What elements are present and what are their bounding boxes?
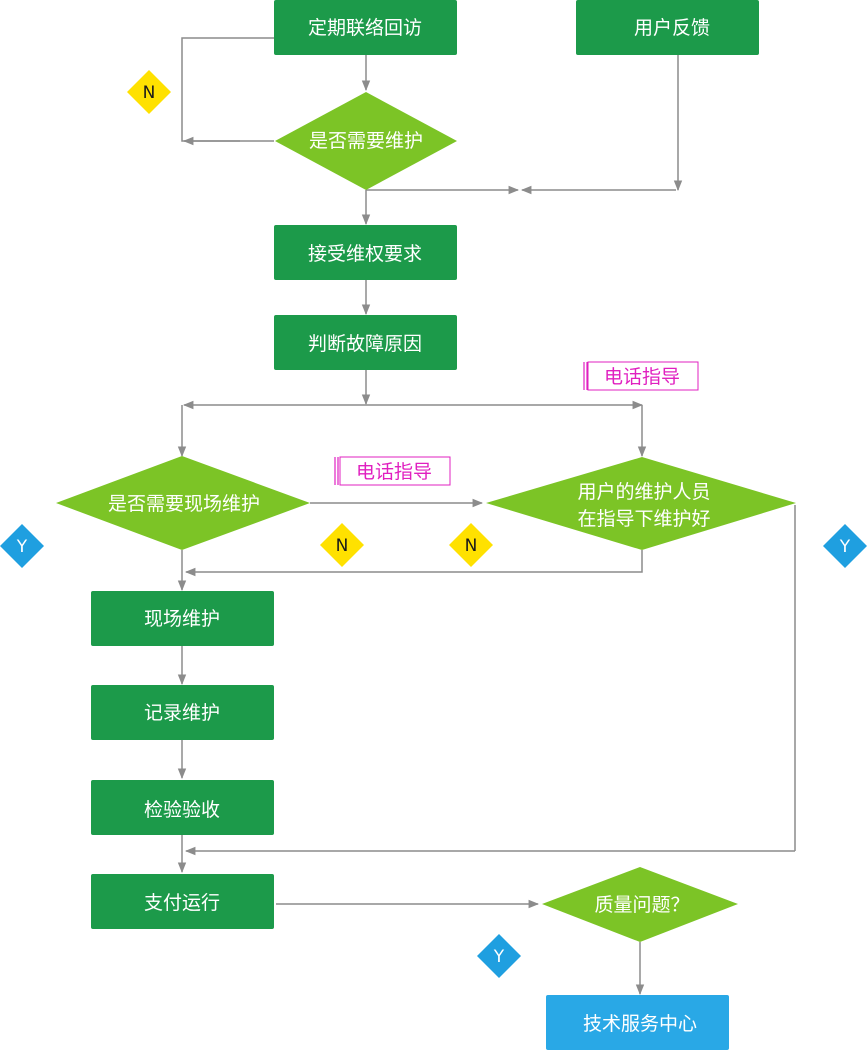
- box-payment-operation-label: 支付运行: [144, 892, 220, 914]
- decision-need-onsite-label: 是否需要现场维护: [108, 493, 260, 515]
- decision-need-maintenance-label: 是否需要维护: [309, 130, 423, 152]
- badge-n-mid-left: N: [320, 523, 364, 567]
- box-onsite-maintenance: 现场维护: [91, 591, 274, 646]
- decision-quality-question: 质量问题？: [542, 867, 738, 942]
- decision-need-onsite: 是否需要现场维护: [56, 456, 310, 550]
- box-inspection: 检验验收: [91, 780, 274, 835]
- box-accept-claim: 接受维权要求: [274, 225, 457, 280]
- badge-n-top-label: N: [143, 83, 156, 103]
- decision-quality-question-label: 质量问题？: [594, 894, 689, 916]
- badge-y-left-label: Y: [16, 537, 28, 557]
- tag-phone-guidance-top: 电话指导: [584, 362, 698, 390]
- box-diagnose: 判断故障原因: [274, 315, 457, 370]
- box-regular-visit: 定期联络回访: [274, 0, 457, 55]
- badge-y-right: Y: [823, 524, 867, 568]
- box-regular-visit-label: 定期联络回访: [308, 17, 422, 39]
- badge-y-left: Y: [0, 524, 44, 568]
- badge-n-top: N: [127, 70, 171, 114]
- box-accept-claim-label: 接受维权要求: [308, 243, 422, 265]
- decision-user-self-line1: 用户的维护人员: [577, 481, 710, 503]
- decision-user-self-line2: 在指导下维护好: [577, 508, 710, 530]
- connector-self-back: [186, 550, 642, 572]
- box-inspection-label: 检验验收: [144, 799, 220, 821]
- badge-n-mid-right-label: N: [465, 536, 478, 556]
- badge-y-bottom-label: Y: [493, 947, 505, 967]
- badge-n-mid-left-label: N: [336, 536, 349, 556]
- badge-y-bottom: Y: [477, 934, 521, 978]
- tag-phone-guidance-mid-label: 电话指导: [356, 461, 432, 483]
- connector-no-maintenance-loop: [182, 38, 274, 141]
- box-record-maintenance: 记录维护: [91, 685, 274, 740]
- tag-phone-guidance-top-label: 电话指导: [604, 366, 680, 388]
- box-tech-service: 技术服务中心: [546, 995, 729, 1050]
- box-record-maintenance-label: 记录维护: [144, 702, 220, 724]
- tag-phone-guidance-mid: 电话指导: [335, 457, 450, 485]
- box-tech-service-label: 技术服务中心: [583, 1013, 697, 1035]
- decision-need-maintenance: 是否需要维护: [275, 92, 457, 190]
- box-user-feedback-label: 用户反馈: [634, 17, 710, 39]
- box-payment-operation: 支付运行: [91, 874, 274, 929]
- box-onsite-maintenance-label: 现场维护: [144, 608, 220, 630]
- decision-user-self-maintain: 用户的维护人员 在指导下维护好: [486, 457, 796, 550]
- box-diagnose-label: 判断故障原因: [308, 333, 422, 355]
- badge-y-right-label: Y: [839, 537, 851, 557]
- box-user-feedback: 用户反馈: [576, 0, 759, 55]
- badge-n-mid-right: N: [449, 523, 493, 567]
